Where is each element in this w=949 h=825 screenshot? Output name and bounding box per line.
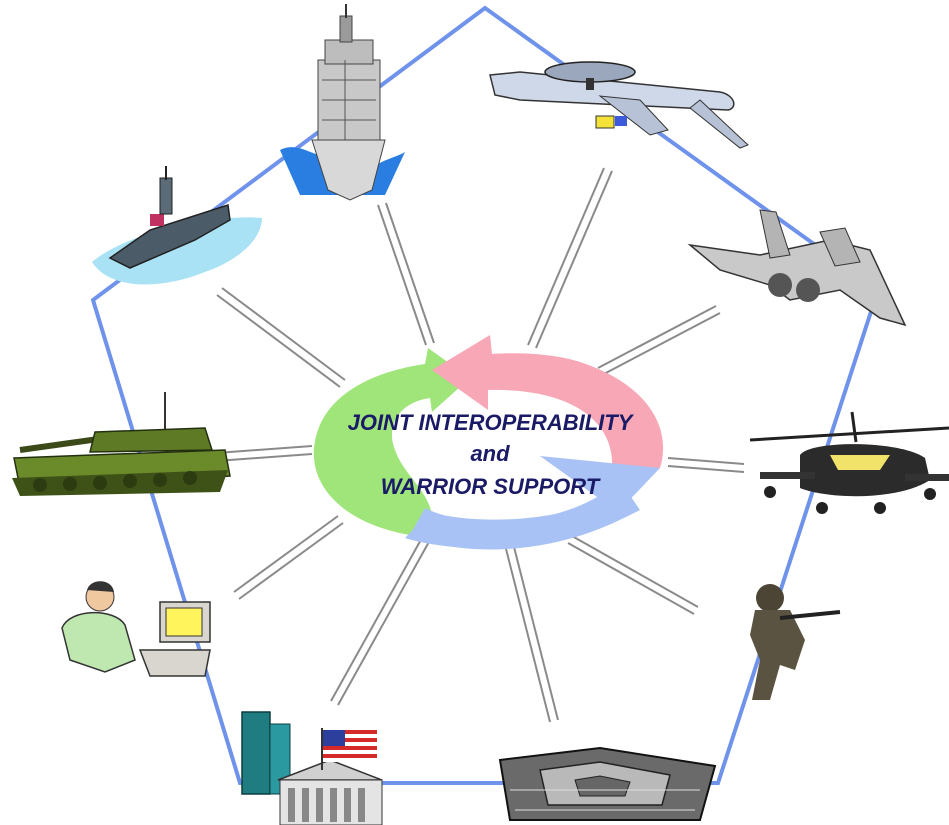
center-title: JOINT INTEROPERABILITY and WARRIOR SUPPO…	[348, 410, 635, 499]
computer-operator-icon	[61, 581, 211, 677]
cycle-arrows	[313, 335, 664, 550]
connector-pentagon	[504, 542, 559, 723]
connector-carrier	[216, 287, 346, 388]
connector-awacs	[527, 167, 613, 349]
connector-soldier	[567, 535, 699, 615]
awacs-aircraft-icon	[489, 61, 749, 149]
pentagon-building-icon	[498, 746, 717, 821]
connector-operator	[233, 515, 344, 600]
connector-lines	[215, 167, 745, 723]
tank-icon	[12, 392, 231, 496]
attack-helicopter-icon	[749, 411, 949, 514]
connector-helicopter	[667, 457, 745, 473]
connector-destroyer	[377, 202, 435, 346]
soldier-icon	[750, 584, 841, 700]
connector-fighter	[597, 305, 721, 376]
title-line-2: and	[470, 441, 510, 466]
title-line-1: JOINT INTEROPERABILITY	[348, 410, 635, 435]
pink-cycle-arrow	[432, 335, 664, 472]
government-building-icon	[241, 711, 383, 825]
green-cycle-arrow	[313, 348, 470, 538]
connector-tank	[215, 445, 313, 462]
destroyer-ship-icon	[280, 4, 405, 201]
fighter-jet-icon	[687, 209, 907, 327]
aircraft-carrier-icon	[92, 166, 262, 285]
connector-government	[330, 535, 431, 706]
title-line-3: WARRIOR SUPPORT	[381, 474, 601, 499]
